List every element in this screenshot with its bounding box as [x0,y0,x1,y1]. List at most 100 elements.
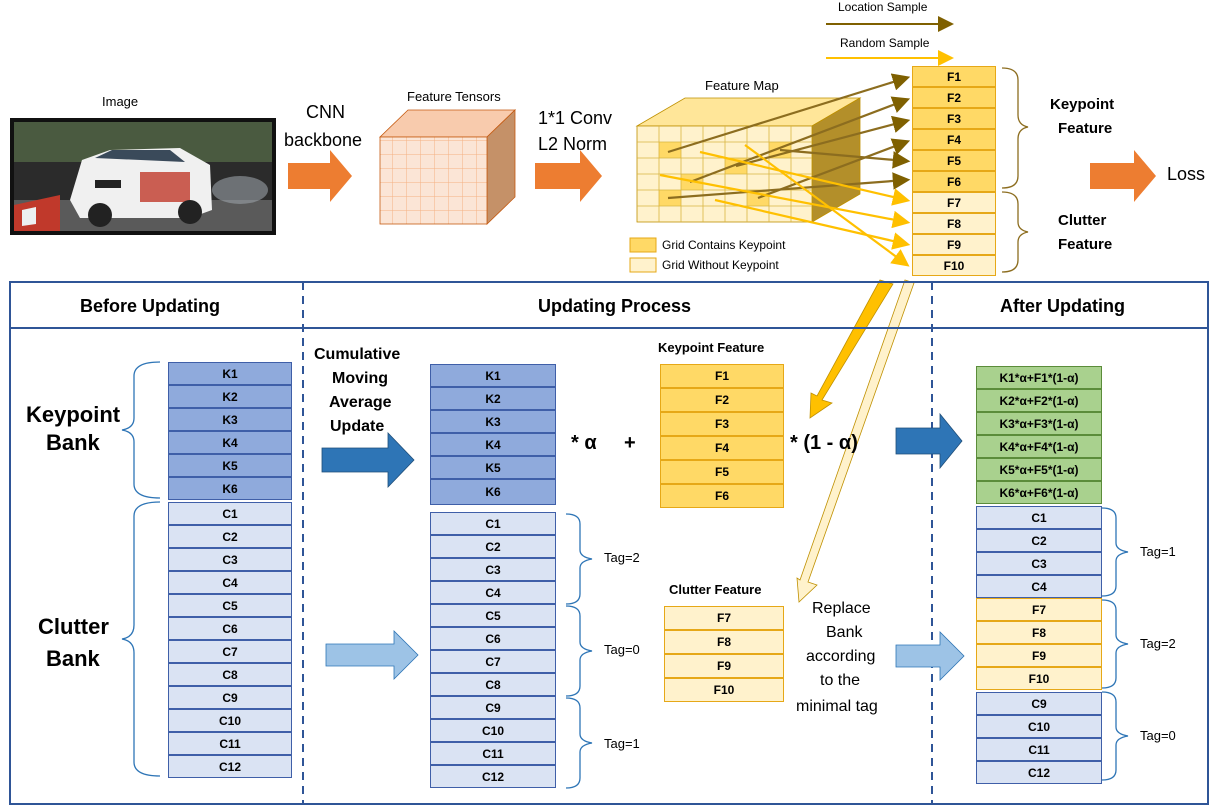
clutter-feature-title: Clutter Feature [669,582,762,597]
plus-sign: + [624,432,636,454]
conv-label-1: 1*1 Conv [538,108,613,128]
bank-cell: C9 [976,692,1102,715]
after-tag: Tag=1 [1140,544,1176,559]
clutter-bank-label-1: Clutter [38,614,109,639]
bank-cell: C6 [430,627,556,650]
bank-cell: K3 [430,410,556,433]
process-tag-brace-2 [565,605,593,697]
arrow-loss [1090,150,1156,202]
bank-cell: C8 [168,663,292,686]
feature-cell: F5 [912,150,996,171]
feature-cell: F10 [912,255,996,276]
bank-cell: K5*α+F5*(1-α) [976,458,1102,481]
bank-cell: C4 [430,581,556,604]
process-tag-brace-1 [565,513,593,605]
bank-cell: C1 [168,502,292,525]
keypoint-feature-brace [1001,67,1029,189]
bank-cell: K1*α+F1*(1-α) [976,366,1102,389]
clutter-bank-label-2: Bank [46,646,100,671]
feature-map-label: Feature Map [705,78,779,93]
process-tag: Tag=1 [604,736,640,751]
clutter-bank-brace [121,501,161,777]
cma-label-4: Update [330,418,385,435]
after-tag-brace-2 [1101,599,1129,689]
bank-cell: C7 [168,640,292,663]
loss-label: Loss [1167,164,1206,184]
bank-cell: K2 [168,385,292,408]
clutter-feature-label-2: Feature [1058,236,1113,253]
feature-cell: F1 [912,66,996,87]
bank-cell: C12 [168,755,292,778]
cma-label-1: Cumulative [314,346,401,363]
replace-label-1: Replace [812,600,871,617]
bank-cell: C2 [976,529,1102,552]
feature-cell: F1 [660,364,784,388]
keypoint-feature-title: Keypoint Feature [658,340,765,355]
cnn-label-2: backbone [284,130,363,150]
feature-cell: F6 [660,484,784,508]
feature-tensor-cube [379,109,516,225]
times-alpha: * α [571,432,597,454]
random-sample-label: Random Sample [840,36,930,50]
arrow-conv [535,150,602,202]
bank-cell: K4 [168,431,292,454]
bank-cell: C10 [168,709,292,732]
keypoint-bank-brace [121,361,161,499]
feature-cell: F9 [664,654,784,678]
bank-cell: K4*α+F4*(1-α) [976,435,1102,458]
bank-cell: C9 [168,686,292,709]
header-after: After Updating [1000,296,1125,316]
keypoint-feature-down-arrow [809,279,894,419]
bank-cell: C1 [976,506,1102,529]
bank-cell: K3*α+F3*(1-α) [976,412,1102,435]
feature-cell: F9 [912,234,996,255]
feature-cell: F3 [660,412,784,436]
bank-cell: C9 [430,696,556,719]
replace-label-4: to the [820,672,861,689]
cma-arrow [321,432,415,488]
bank-cell: K6 [430,479,556,505]
keypoint-feature-label-2: Feature [1058,120,1113,137]
after-tag-brace-3 [1101,691,1129,781]
header-process: Updating Process [538,296,692,316]
feature-cell: F2 [912,87,996,108]
arrow-cnn [288,150,352,202]
replace-label-5: minimal tag [796,698,878,715]
feature-cell: F2 [660,388,784,412]
bank-cell: F7 [976,598,1102,621]
bank-cell: C10 [976,715,1102,738]
cma-label-2: Moving [332,370,388,387]
feature-cell: F7 [664,606,784,630]
bank-cell: F8 [976,621,1102,644]
replace-label-2: Bank [826,624,863,641]
process-tag: Tag=0 [604,642,640,657]
bank-cell: C2 [168,525,292,548]
legend-without-swatch [629,257,657,273]
replace-arrow [895,631,965,681]
bank-cell: K5 [168,454,292,477]
bank-cell: C3 [168,548,292,571]
cma-label-3: Average [329,394,392,411]
replace-label-3: according [806,648,876,665]
keypoint-feature-label-1: Keypoint [1050,96,1115,113]
bank-cell: K1 [168,362,292,385]
feature-cell: F5 [660,460,784,484]
bank-cell: C12 [430,765,556,788]
bank-cell: K5 [430,456,556,479]
bank-cell: K2 [430,387,556,410]
keypoint-bank-label-1: Keypoint [26,402,121,427]
bank-cell: C1 [430,512,556,535]
bank-cell: C3 [430,558,556,581]
bank-cell: C11 [430,742,556,765]
clutter-feature-label-1: Clutter [1058,212,1107,229]
bank-cell: F10 [976,667,1102,690]
tensor-label: Feature Tensors [407,89,501,104]
bank-cell: C5 [168,594,292,617]
bank-cell: K6 [168,477,292,500]
feature-cell: F6 [912,171,996,192]
bank-cell: K4 [430,433,556,456]
bank-cell: C6 [168,617,292,640]
feature-cell: F7 [912,192,996,213]
bank-cell: C3 [976,552,1102,575]
